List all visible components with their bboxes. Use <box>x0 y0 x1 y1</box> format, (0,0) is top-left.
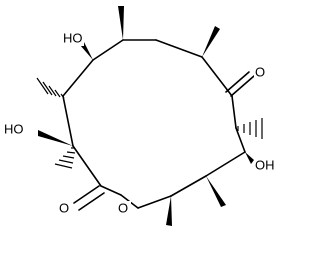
macrolide-structure: HO HO OH O O O <box>3 6 276 226</box>
ring-bond <box>137 195 172 209</box>
ring-bonds <box>62 39 246 209</box>
ring-bond <box>170 175 207 197</box>
wedge-bond <box>118 6 124 40</box>
ring-oxygen-label: O <box>118 200 128 215</box>
atom-labels: HO HO OH O O O <box>3 30 276 217</box>
ester-double-bond <box>73 185 105 211</box>
hashed-bond <box>54 147 76 169</box>
carbonyl-oxygen-label: O <box>59 200 69 215</box>
wedge-bond <box>202 26 220 57</box>
structure-canvas: HO HO OH O O O <box>3 6 276 226</box>
ring-bond <box>72 145 102 187</box>
wedge-bond <box>166 196 172 226</box>
ring-bond <box>62 95 74 147</box>
hydroxyl-label: OH <box>255 157 275 172</box>
wedge-bond <box>80 42 93 60</box>
ketone-double-bond <box>225 71 255 97</box>
wedge-bond <box>245 152 254 164</box>
hydroxyl-label: HO <box>4 121 24 136</box>
hydroxyl-label: HO <box>63 30 83 45</box>
ring-bond <box>205 151 246 177</box>
ketone-oxygen-label: O <box>255 64 265 79</box>
ring-bond <box>231 95 237 129</box>
wedge-bond <box>206 176 226 207</box>
ring-bond <box>92 39 124 61</box>
hashed-bond <box>237 118 263 139</box>
hashed-bond <box>36 77 65 99</box>
wedge-bond <box>38 130 73 146</box>
ring-bond <box>62 59 94 97</box>
substituents <box>36 6 263 226</box>
ring-bond <box>235 127 246 153</box>
ring-bond <box>100 185 122 196</box>
ring-bond <box>201 56 233 97</box>
ring-bond <box>155 39 203 58</box>
